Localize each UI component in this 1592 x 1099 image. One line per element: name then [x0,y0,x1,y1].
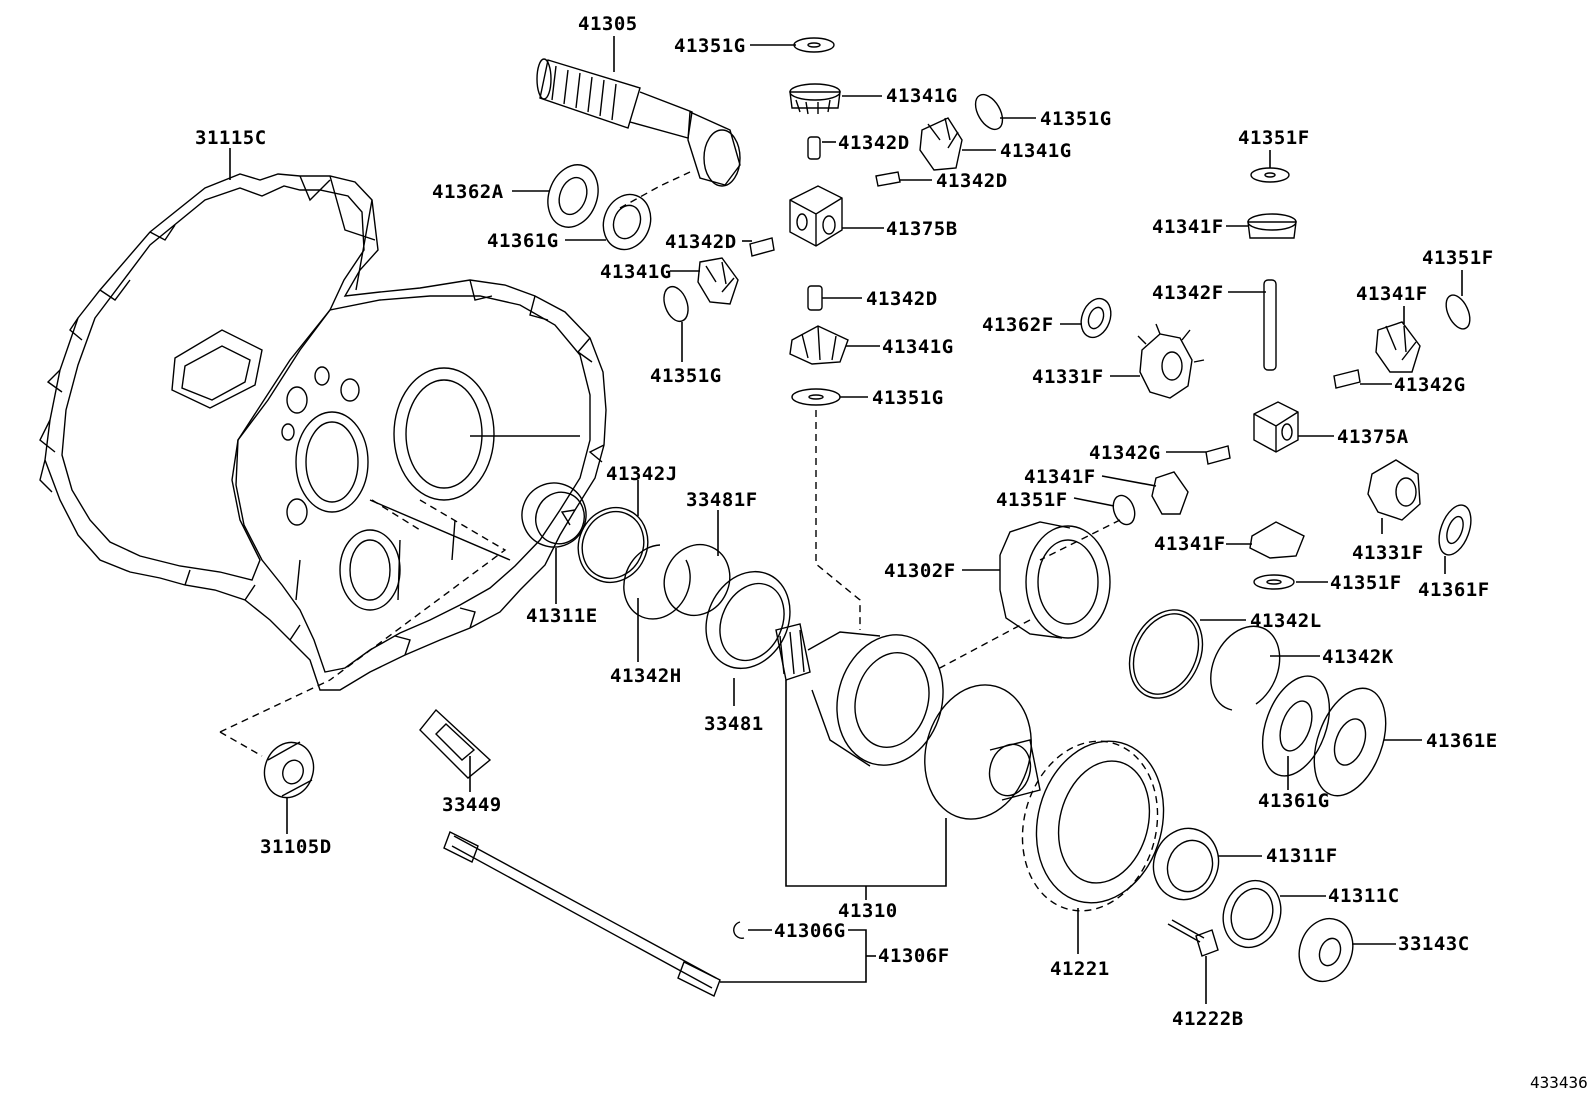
part-label-41221: 41221 [1050,958,1110,980]
part-label-41311E: 41311E [526,605,598,627]
part-label-41351F: 41351F [1422,247,1494,269]
differential-side-gear-drawing [1137,323,1205,399]
part-label-41342D: 41342D [866,288,938,310]
part-label-33481F: 33481F [686,489,758,511]
part-label-31105D: 31105D [260,836,332,858]
part-label-41351F: 41351F [996,489,1068,511]
part-label-41311F: 41311F [1266,845,1338,867]
leader-lines [229,36,1463,1004]
part-label-41341G: 41341G [600,261,672,283]
thrust-washer-drawing [793,37,835,53]
part-label-41342G: 41342G [1394,374,1466,396]
pinion-shaft-holder-drawing [789,185,843,247]
part-label-41342F: 41342F [1152,282,1224,304]
part-label-41342J: 41342J [606,463,678,485]
part-label-41361E: 41361E [1426,730,1498,752]
part-label-41351G: 41351G [650,365,722,387]
part-label-41361F: 41361F [1418,579,1490,601]
part-label-41341F: 41341F [1024,466,1096,488]
part-label-41342K: 41342K [1322,646,1394,668]
side-gear-drawing [789,83,841,115]
part-label-41351G: 41351G [872,387,944,409]
part-label-41342D: 41342D [838,132,910,154]
differential-assembly-drawing [775,623,1041,820]
diagram-reference-number: 433436 [1530,1073,1588,1092]
part-label-41341G: 41341G [882,336,954,358]
part-label-41375A: 41375A [1337,426,1409,448]
part-label-41341G: 41341G [886,85,958,107]
part-label-41305: 41305 [578,13,638,35]
part-label-41302F: 41302F [884,560,956,582]
part-label-33449: 33449 [442,794,502,816]
part-label-41351G: 41351G [1040,108,1112,130]
part-label-31115C: 31115C [195,127,267,149]
part-label-41341F: 41341F [1152,216,1224,238]
shim-washer-drawing [547,164,599,228]
part-label-41310: 41310 [838,900,898,922]
part-label-41222B: 41222B [1172,1008,1244,1030]
differential-case-drawing [999,521,1111,639]
part-label-41341G: 41341G [1000,140,1072,162]
part-label-41361G: 41361G [1258,790,1330,812]
part-label-41306F: 41306F [878,945,950,967]
part-label-33143C: 33143C [1398,933,1470,955]
part-label-41341F: 41341F [1356,283,1428,305]
part-labels: 41305 41351G 41341G 41351G 41342D 41341G… [195,13,1588,1092]
part-label-41361G: 41361G [487,230,559,252]
part-label-41342G: 41342G [1089,442,1161,464]
part-label-41362F: 41362F [982,314,1054,336]
transaxle-housing-drawing [39,173,607,691]
part-label-41341F: 41341F [1154,533,1226,555]
ring-gear-drawing [1021,740,1165,912]
part-label-41375B: 41375B [886,218,958,240]
part-label-41351F: 41351F [1330,572,1402,594]
part-label-41342D: 41342D [936,170,1008,192]
part-label-41342D: 41342D [665,231,737,253]
part-label-41331F: 41331F [1352,542,1424,564]
part-label-41311C: 41311C [1328,885,1400,907]
part-label-41342L: 41342L [1250,610,1322,632]
part-label-33481: 33481 [704,713,764,735]
part-label-41351G: 41351G [674,35,746,57]
drive-pinion-shaft-drawing [536,58,741,187]
part-label-41362A: 41362A [432,181,504,203]
part-label-41342H: 41342H [610,665,682,687]
part-label-41306G: 41306G [774,920,846,942]
pinion-gear-drawing [919,117,963,171]
part-label-41351F: 41351F [1238,127,1310,149]
part-label-41331F: 41331F [1032,366,1104,388]
